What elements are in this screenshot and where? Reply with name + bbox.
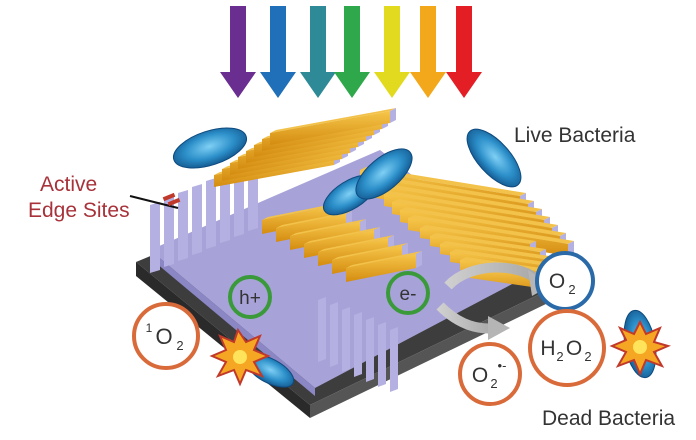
nanosheet-side — [330, 302, 338, 367]
light-arrow-6 — [410, 6, 446, 98]
nanosheet-top — [290, 219, 366, 236]
light-arrow-3 — [300, 6, 336, 98]
nanosheet-top — [440, 241, 556, 260]
hydrogen-peroxide-circle: H 2 O 2 — [528, 309, 606, 387]
burst-icon-right — [609, 319, 671, 377]
nanosheet-top — [368, 175, 534, 204]
oxygen-sub: 2 — [568, 282, 575, 297]
nanosheet-side — [206, 178, 216, 249]
nanosheet-side — [342, 307, 350, 372]
oxygen-base: O — [549, 270, 565, 293]
nanosheet-side — [192, 184, 202, 255]
bacterium-icon — [355, 148, 413, 200]
h2o2-h: H — [540, 337, 555, 360]
light-arrows — [220, 6, 482, 98]
singlet-oxygen-sub: 2 — [176, 338, 183, 353]
dead-bacteria-label: Dead Bacteria — [542, 407, 676, 430]
hole-label: h+ — [239, 288, 261, 309]
nanosheet-top — [420, 225, 536, 244]
electron-circle: e- — [386, 271, 430, 315]
electron-label: e- — [400, 284, 417, 305]
nanosheet-side — [150, 202, 160, 273]
nanosheet-top — [304, 227, 380, 244]
light-arrow-7 — [446, 6, 482, 98]
superoxide-base: O — [472, 364, 488, 387]
nanosheet-top — [400, 207, 566, 236]
h2o2-o: O — [566, 337, 582, 360]
nanosheet-side — [390, 327, 398, 392]
nanosheet-top — [376, 183, 542, 212]
superoxide-sup: •- — [498, 358, 507, 373]
nanosheet-top — [332, 243, 408, 260]
nanosheet-side — [318, 297, 326, 362]
edge-site-pointer — [129, 192, 181, 209]
singlet-oxygen-base: O — [155, 324, 172, 349]
h2o2-sub1: 2 — [556, 349, 563, 364]
h2o2-sub2: 2 — [584, 349, 591, 364]
live-bacteria-label: Live Bacteria — [514, 124, 636, 147]
superoxide-circle: O 2 •- — [458, 342, 522, 406]
nanosheet-side — [378, 322, 386, 387]
nanosheet-top — [408, 215, 574, 244]
nanosheet-side — [366, 317, 374, 382]
bacterium-icon — [466, 128, 522, 188]
nanosheet-top — [384, 191, 550, 220]
hole-circle: h+ — [228, 275, 272, 319]
nanosheet-top — [346, 251, 422, 268]
nanosheet-top — [450, 249, 566, 268]
nanosheet-side — [178, 190, 188, 261]
light-arrow-1 — [220, 6, 256, 98]
nanosheet-stacks — [150, 108, 586, 392]
light-arrow-5 — [374, 6, 410, 98]
active-edge-label-line2: Edge Sites — [28, 199, 130, 222]
nanosheet-side — [164, 196, 174, 267]
nanosheet-top — [270, 108, 396, 133]
singlet-oxygen-prefix: 1 — [146, 321, 153, 335]
nanosheet-edge — [346, 254, 416, 282]
nanosheet-top — [392, 199, 558, 228]
nanosheet-side — [220, 172, 230, 243]
nanosheet-side — [416, 251, 422, 268]
singlet-oxygen-circle: 1 O 2 — [132, 302, 200, 370]
active-edge-label-line1: Active — [40, 173, 98, 196]
nanosheet-side — [390, 108, 396, 123]
oxygen-circle: O 2 — [535, 251, 595, 311]
superoxide-sub: 2 — [490, 376, 497, 391]
bacterium-icon — [172, 127, 248, 169]
nanosheet-top — [262, 203, 338, 220]
nanosheet-top — [430, 233, 546, 252]
nanosheet-edge — [270, 111, 390, 145]
nanosheet-side — [354, 312, 362, 377]
nanosheet-top — [318, 235, 394, 252]
burst-icon-left — [209, 327, 271, 387]
nanosheet-side — [234, 166, 244, 237]
light-arrow-4 — [334, 6, 370, 98]
bacteria-group — [172, 127, 657, 388]
light-arrow-2 — [260, 6, 296, 98]
